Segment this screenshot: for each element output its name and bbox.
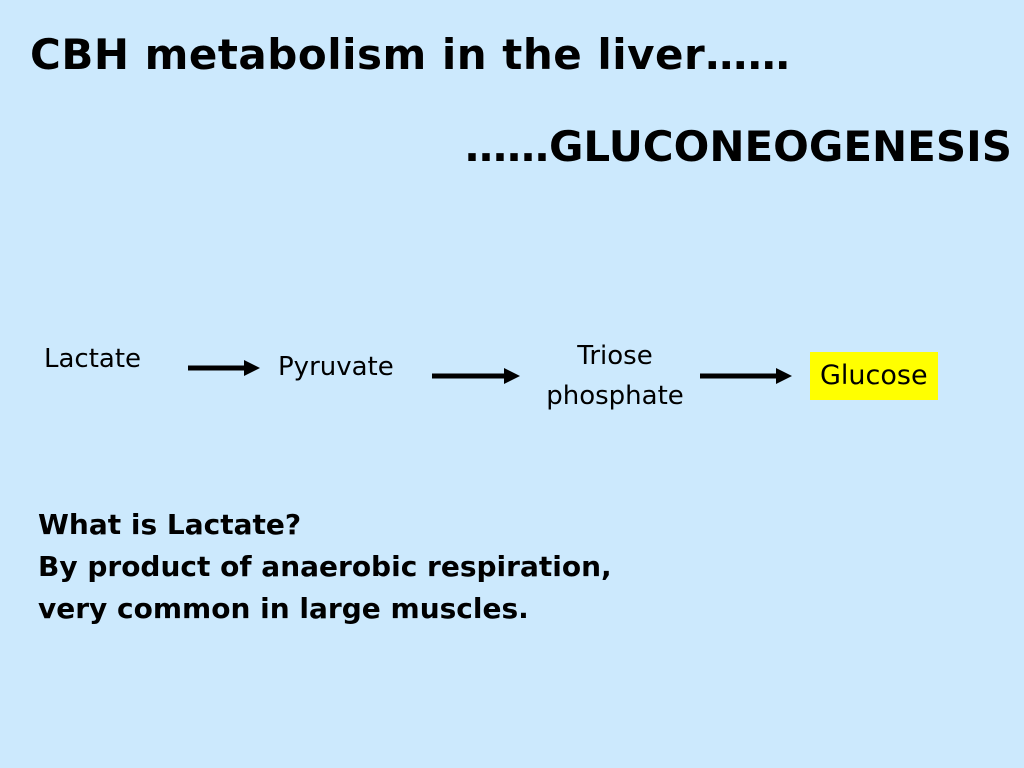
- pathway-node-glucose: Glucose: [810, 352, 938, 401]
- arrow-right-icon: [700, 368, 792, 384]
- notes-block: What is Lactate? By product of anaerobic…: [38, 504, 612, 630]
- pathway-node-triose-phosphate: Triose phosphate: [520, 336, 710, 417]
- notes-answer-line2: very common in large muscles.: [38, 592, 529, 625]
- arrow-right-icon: [432, 368, 520, 384]
- arrow-right-icon: [188, 360, 260, 376]
- pathway-node-lactate: Lactate: [44, 344, 142, 374]
- triose-label-line1: Triose: [577, 341, 653, 371]
- slide-title: CBH metabolism in the liver……: [30, 30, 791, 79]
- triose-label-line2: phosphate: [546, 381, 684, 412]
- notes-answer-line1: By product of anaerobic respiration,: [38, 550, 612, 583]
- notes-question: What is Lactate?: [38, 508, 302, 541]
- slide-subtitle: ……GLUCONEOGENESIS: [464, 122, 1012, 171]
- pathway-node-pyruvate: Pyruvate: [278, 352, 394, 382]
